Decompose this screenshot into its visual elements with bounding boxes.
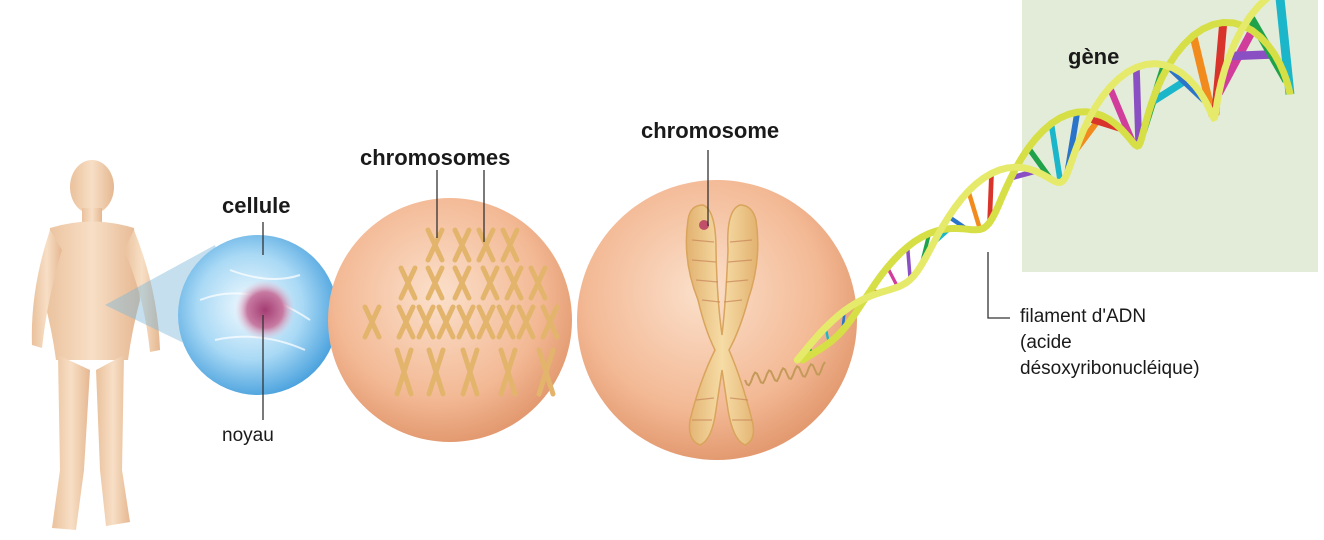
label-dna-line3: désoxyribonucléique) xyxy=(1020,356,1200,382)
label-dna-line2: (acide xyxy=(1020,330,1200,356)
label-cellule: cellule xyxy=(222,193,290,219)
base-pair xyxy=(1136,67,1138,145)
base-pair xyxy=(968,191,980,229)
gene-panel xyxy=(1022,0,1318,272)
label-dna: filament d'ADN (acide désoxyribonucléiqu… xyxy=(1020,304,1200,382)
base-pair xyxy=(908,247,911,280)
human-figure xyxy=(32,160,160,530)
label-dna-line1: filament d'ADN xyxy=(1020,304,1200,330)
nucleus xyxy=(235,280,295,340)
chromosomes-sphere xyxy=(328,198,572,442)
label-noyau: noyau xyxy=(222,425,274,447)
label-chromosomes: chromosomes xyxy=(360,145,510,171)
label-gene: gène xyxy=(1068,44,1119,70)
label-chromosome: chromosome xyxy=(641,118,779,144)
